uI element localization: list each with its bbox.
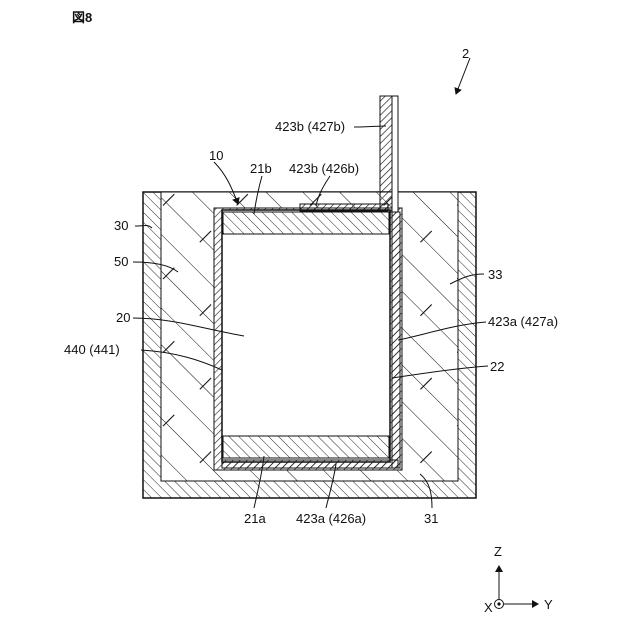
label-21b: 21b bbox=[250, 161, 272, 176]
label-423a-426a: 423a (426a) bbox=[296, 511, 366, 526]
label-20: 20 bbox=[116, 310, 130, 325]
label-423b-427b: 423b (427b) bbox=[275, 119, 345, 134]
label-50: 50 bbox=[114, 254, 128, 269]
label-31: 31 bbox=[424, 511, 438, 526]
battery-cell-20 bbox=[222, 210, 390, 462]
label-2: 2 bbox=[462, 46, 469, 61]
label-21a: 21a bbox=[244, 511, 266, 526]
electrode-21a bbox=[223, 436, 389, 458]
label-440-441: 440 (441) bbox=[64, 342, 120, 357]
label-10: 10 bbox=[209, 148, 223, 163]
label-22: 22 bbox=[490, 359, 504, 374]
y-axis-label: Y bbox=[544, 597, 553, 612]
figure-title: 図8 bbox=[72, 10, 92, 25]
x-axis-label: X bbox=[484, 600, 493, 615]
label-423b-426b: 423b (426b) bbox=[289, 161, 359, 176]
label-423a-427a: 423a (427a) bbox=[488, 314, 558, 329]
electrode-21b bbox=[223, 212, 389, 234]
label-30: 30 bbox=[114, 218, 128, 233]
z-axis-label: Z bbox=[494, 544, 502, 559]
label-33: 33 bbox=[488, 267, 502, 282]
coordinate-axes: Z Y X bbox=[484, 544, 553, 615]
